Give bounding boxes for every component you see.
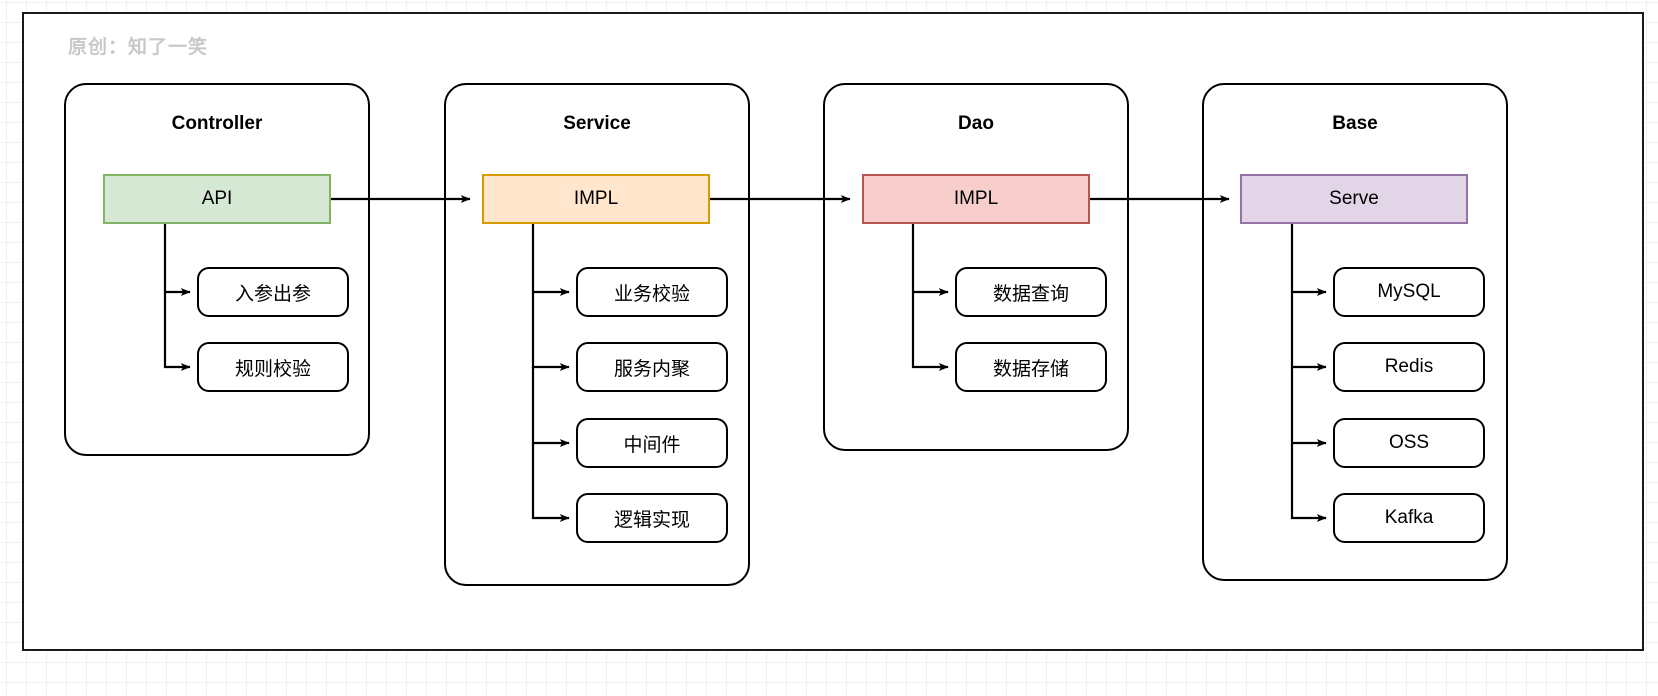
- head-box-service-impl[interactable]: IMPL: [482, 174, 710, 224]
- child-box-dao-1[interactable]: 数据存储: [955, 342, 1107, 392]
- child-box-label: MySQL: [1377, 281, 1441, 302]
- head-box-label: IMPL: [573, 188, 619, 209]
- child-box-label: 服务内聚: [613, 358, 690, 380]
- head-box-base-serve[interactable]: Serve: [1240, 174, 1468, 224]
- child-box-label: 入参出参: [234, 283, 311, 305]
- layer-container-base[interactable]: Base: [1202, 83, 1508, 581]
- child-box-service-2[interactable]: 中间件: [576, 418, 728, 468]
- child-box-label: 数据查询: [992, 283, 1069, 305]
- layer-title-controller: Controller: [171, 113, 263, 134]
- head-box-label: Serve: [1329, 188, 1379, 209]
- child-box-label: Kafka: [1384, 507, 1434, 528]
- child-box-base-3[interactable]: Kafka: [1333, 493, 1485, 543]
- child-box-base-2[interactable]: OSS: [1333, 418, 1485, 468]
- head-box-label: API: [201, 188, 233, 209]
- watermark-text: 原创：知了一笑: [68, 37, 209, 58]
- child-box-service-3[interactable]: 逻辑实现: [576, 493, 728, 543]
- layer-title-base: Base: [1332, 113, 1378, 134]
- child-box-service-1[interactable]: 服务内聚: [576, 342, 728, 392]
- child-box-base-1[interactable]: Redis: [1333, 342, 1485, 392]
- child-box-label: 业务校验: [613, 283, 690, 305]
- child-box-label: Redis: [1384, 356, 1434, 377]
- child-box-service-0[interactable]: 业务校验: [576, 267, 728, 317]
- layer-title-service: Service: [563, 113, 631, 134]
- layer-title-dao: Dao: [958, 113, 994, 134]
- child-box-controller-0[interactable]: 入参出参: [197, 267, 349, 317]
- child-box-label: 中间件: [623, 434, 681, 456]
- child-box-label: 逻辑实现: [613, 509, 690, 531]
- child-box-label: 规则校验: [234, 358, 311, 380]
- child-box-dao-0[interactable]: 数据查询: [955, 267, 1107, 317]
- child-box-label: 数据存储: [992, 358, 1069, 380]
- layer-container-dao[interactable]: Dao: [823, 83, 1129, 451]
- child-box-controller-1[interactable]: 规则校验: [197, 342, 349, 392]
- head-box-controller-api[interactable]: API: [103, 174, 331, 224]
- head-box-label: IMPL: [953, 188, 999, 209]
- page-frame: [22, 12, 1644, 651]
- child-box-base-0[interactable]: MySQL: [1333, 267, 1485, 317]
- layer-container-controller[interactable]: Controller: [64, 83, 370, 456]
- child-box-label: OSS: [1388, 432, 1430, 453]
- head-box-dao-impl[interactable]: IMPL: [862, 174, 1090, 224]
- layer-container-service[interactable]: Service: [444, 83, 750, 586]
